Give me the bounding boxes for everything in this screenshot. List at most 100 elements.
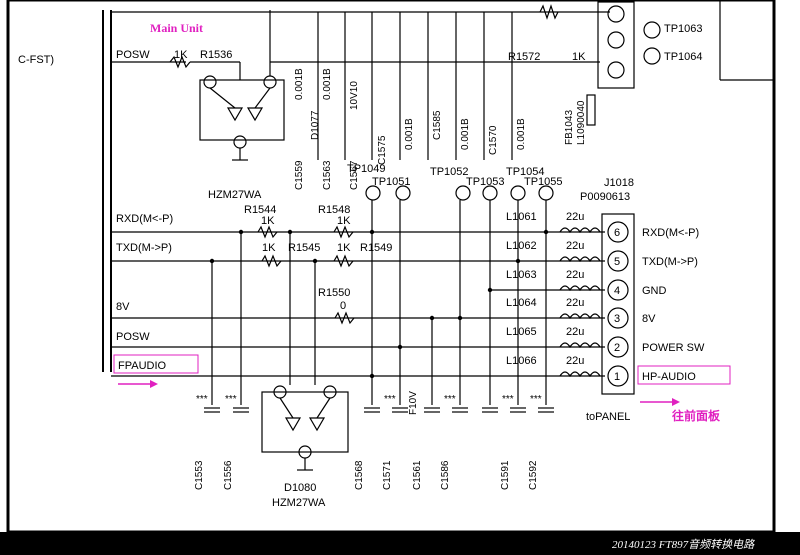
cap-bottom-7: C1591: [500, 460, 511, 490]
title-main-unit: Main Unit: [150, 21, 203, 35]
inductor-2-val: 22u: [566, 240, 584, 252]
cap-top-7: C1570: [488, 125, 499, 155]
cap-bottom-3: C1568: [354, 460, 365, 490]
cap-bottom-6: C1586: [440, 460, 451, 490]
r1536-value: 1K: [174, 49, 188, 61]
cap-top-2: C1563: [322, 160, 333, 190]
diode-top-part: HZM27WA: [208, 189, 262, 201]
r1549-value: 1K: [337, 242, 351, 254]
cap-bottom-4: C1571: [382, 460, 393, 490]
r1548-symbol: [333, 225, 354, 239]
cap-top-8-val: 0.001B: [516, 118, 527, 150]
cap-bottom-5: C1561: [412, 460, 423, 490]
signal-posw-top: POSW: [116, 49, 150, 61]
connector-ref: J1018: [604, 177, 634, 189]
r1550-ref: R1550: [318, 287, 350, 299]
pin-label-rxd: RXD(M<-P): [642, 227, 699, 239]
junction-dots: [209, 229, 549, 379]
signal-fpaudio: FPAUDIO: [118, 360, 167, 372]
cap-top-5-val: 0.001B: [460, 118, 471, 150]
tp1063-label: TP1063: [664, 23, 703, 35]
connector-part: P0090613: [580, 191, 630, 203]
pin-label-8v: 8V: [642, 313, 656, 325]
connector-j1018: [601, 213, 635, 395]
tp1052: TP1052: [430, 166, 469, 178]
pin-num-1: 1: [614, 371, 620, 383]
cap-stars-5: ***: [502, 394, 514, 405]
inductor-6-val: 22u: [566, 355, 584, 367]
cap-stars-6: ***: [530, 394, 542, 405]
r1550-symbol: [334, 311, 355, 325]
r1544-value: 1K: [261, 215, 275, 227]
inductor-5-val: 22u: [566, 326, 584, 338]
d1077-label: D1077: [310, 110, 321, 140]
r1545-value: 1K: [262, 242, 276, 254]
cap-top-4: C1575: [377, 135, 388, 165]
r1549-symbol: [333, 254, 354, 268]
pin-num-5: 5: [614, 256, 620, 268]
r1544-symbol: [257, 225, 278, 239]
cap-top-2-val: 0.001B: [322, 68, 333, 100]
cap-top-1: C1559: [294, 160, 305, 190]
top-connector: [597, 1, 635, 89]
signal-posw: POSW: [116, 331, 150, 343]
tp1055: TP1055: [524, 176, 563, 188]
tp1064-label: TP1064: [664, 51, 703, 63]
r1545-symbol: [261, 254, 282, 268]
inductor-1-val: 22u: [566, 211, 584, 223]
hp-audio-box: [637, 365, 731, 385]
pin-label-txd: TXD(M->P): [642, 256, 698, 268]
r1572-value: 1K: [572, 51, 586, 63]
connector-caption: toPANEL: [586, 411, 630, 423]
cap-top-4-val: 0.001B: [404, 118, 415, 150]
signal-rxd: RXD(M<-P): [116, 213, 173, 225]
fpaudio-box: [113, 354, 199, 374]
inductor-3-val: 22u: [566, 269, 584, 281]
tp1054: TP1054: [506, 166, 545, 178]
cap-value-f10v: F10V: [408, 391, 419, 415]
inductors: [559, 227, 601, 378]
sheet-frame: [6, 0, 776, 534]
r1536-ref: R1536: [200, 49, 232, 61]
r1548-ref: R1548: [318, 204, 350, 216]
pin-num-6: 6: [614, 227, 620, 239]
cap-stars-1: ***: [196, 394, 208, 405]
r1545-ref: R1545: [288, 242, 320, 254]
cap-top-5: C1585: [432, 110, 443, 140]
inductor-4-val: 22u: [566, 297, 584, 309]
fb1043-part: L1090040: [576, 100, 587, 145]
cap-stars-4: ***: [444, 394, 456, 405]
inductor-4: L1064: [506, 297, 537, 309]
diode-package-top: [199, 79, 285, 141]
inductor-6: L1066: [506, 355, 537, 367]
footer-caption: 20140123 FT897音频转换电路: [612, 538, 755, 551]
pin-label-power-sw: POWER SW: [642, 342, 705, 354]
tp1051: TP1051: [372, 176, 411, 188]
tp1053: TP1053: [466, 176, 505, 188]
pin-num-4: 4: [614, 285, 620, 297]
pin-num-3: 3: [614, 313, 620, 325]
pin-label-gnd: GND: [642, 285, 667, 297]
r1550-value: 0: [340, 300, 346, 312]
cap-bottom-1: C1553: [194, 460, 205, 490]
cap-top-3: C1567: [349, 160, 360, 190]
r1548-value: 1K: [337, 215, 351, 227]
r1549-ref: R1549: [360, 242, 392, 254]
inductor-5: L1065: [506, 326, 537, 338]
cap-bottom-8: C1592: [528, 460, 539, 490]
signal-8v: 8V: [116, 301, 130, 313]
diode-bottom-part: HZM27WA: [272, 497, 326, 509]
bottom-capacitor-plates: [204, 407, 554, 413]
inductor-2: L1062: [506, 240, 537, 252]
diode-bottom-ref: D1080: [284, 482, 316, 494]
r1544-ref: R1544: [244, 204, 276, 216]
inductor-1: L1061: [506, 211, 537, 223]
r1572-ref: R1572: [508, 51, 540, 63]
inductor-3: L1063: [506, 269, 537, 281]
signal-rails: [111, 231, 605, 377]
connector-pins: [607, 221, 629, 387]
top-capacitors: [317, 12, 513, 160]
cap-top-1-val: 0.001B: [294, 68, 305, 100]
signal-txd: TXD(M->P): [116, 242, 172, 254]
cap-top-3-val: 10V10: [349, 81, 360, 110]
